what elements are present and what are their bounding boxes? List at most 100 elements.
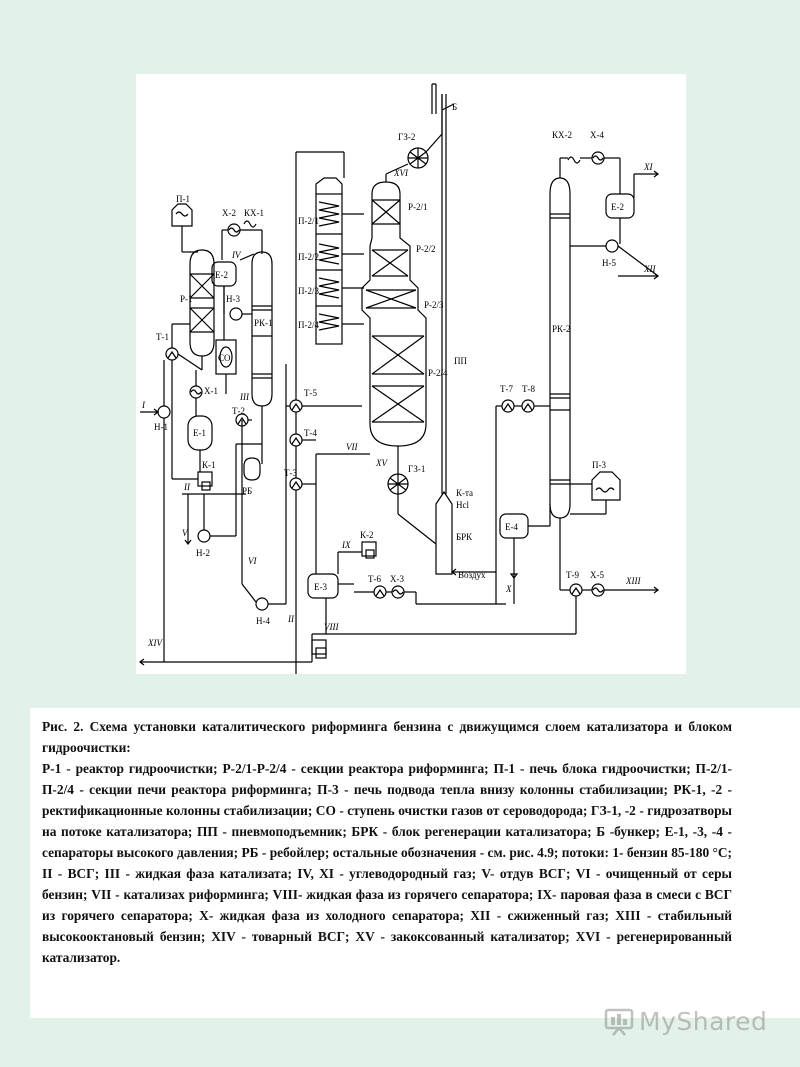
- heat-exchanger-t4: [289, 433, 303, 447]
- watermark-text: MyShared: [639, 1006, 768, 1036]
- label-p1: П-1: [176, 194, 190, 204]
- pump-h2: [197, 529, 211, 543]
- label-e4: Е-4: [505, 522, 518, 532]
- label-t4: Т-4: [304, 428, 317, 438]
- caption-title: Рис. 2. Схема установки каталитического …: [42, 719, 732, 755]
- label-h5: Н-5: [602, 258, 616, 268]
- regeneration-brk: [435, 490, 453, 575]
- column-rk1: [251, 251, 273, 407]
- heat-exchanger-t9: [569, 583, 583, 597]
- label-rb: РБ: [242, 486, 252, 496]
- label-b: Б: [452, 102, 457, 112]
- label-t6: Т-6: [368, 574, 381, 584]
- stream-ii-b: II: [287, 614, 295, 624]
- label-gz2: ГЗ-2: [398, 132, 415, 142]
- watermark: MyShared: [603, 1003, 767, 1039]
- label-h2: Н-2: [196, 548, 210, 558]
- label-t8: Т-8: [522, 384, 535, 394]
- label-t5: Т-5: [304, 388, 317, 398]
- label-t7: Т-7: [500, 384, 513, 394]
- label-h1: Н-1: [154, 422, 168, 432]
- label-k1: К-1: [202, 460, 216, 470]
- label-h3: Н-3: [226, 294, 240, 304]
- label-r23: Р-2/3: [424, 300, 444, 310]
- stream-viii: VIII: [324, 622, 339, 632]
- label-r1: Р-1: [180, 294, 193, 304]
- label-k2: К-2: [360, 530, 374, 540]
- heat-exchanger-t5: [289, 399, 303, 413]
- stream-iii: III: [239, 392, 250, 402]
- label-x5: Х-5: [590, 570, 604, 580]
- label-air: Воздух: [458, 570, 486, 580]
- separator-e3: [307, 573, 339, 599]
- label-kta: К-та: [456, 488, 473, 498]
- stream-ii-a: II: [183, 482, 191, 492]
- stream-xi: XI: [643, 162, 653, 172]
- compressor-k2: [361, 541, 377, 557]
- label-rk1: РК-1: [254, 318, 273, 328]
- label-r24: Р-2/4: [428, 368, 448, 378]
- label-t9: Т-9: [566, 570, 579, 580]
- stream-vi: VI: [248, 556, 257, 566]
- air-cooler-kx2: [567, 156, 581, 164]
- reactor-r1: [189, 249, 215, 357]
- label-rk2: РК-2: [552, 324, 571, 334]
- heat-exchanger-t8: [521, 399, 535, 413]
- label-brk: БРК: [456, 532, 473, 542]
- label-e2b: Е-2: [611, 202, 624, 212]
- column-rk2: [549, 177, 571, 519]
- pump-h4: [255, 597, 269, 611]
- heat-exchanger-t6: [373, 585, 387, 599]
- label-x2: Х-2: [222, 208, 236, 218]
- stream-x: X: [505, 584, 512, 594]
- label-co: СО: [218, 353, 231, 363]
- stream-i: I: [141, 400, 146, 410]
- label-p21: П-2/1: [298, 216, 319, 226]
- furnace-p1: [171, 203, 198, 253]
- heat-exchanger-t7: [501, 399, 515, 413]
- pump-h5: [605, 239, 619, 253]
- stream-v: V: [182, 528, 189, 538]
- stream-ix: IX: [341, 540, 351, 550]
- label-p22: П-2/2: [298, 252, 319, 262]
- label-gz1: ГЗ-1: [408, 464, 425, 474]
- furnace-p3: [591, 471, 621, 501]
- stream-xiii: XIII: [625, 576, 641, 586]
- stream-xvi: XVI: [393, 168, 409, 178]
- label-kx1: КХ-1: [244, 208, 264, 218]
- reforming-reactor: [361, 181, 427, 447]
- heat-exchanger-t1: [165, 347, 179, 361]
- bunker-b: [431, 83, 437, 114]
- label-t1: Т-1: [156, 332, 169, 342]
- label-p23: П-2/3: [298, 286, 319, 296]
- stream-iv: IV: [231, 250, 242, 260]
- diagram-svg: П-1 Р-1 Т-1 Х-1 Е-1 I Н-1 К-1 II V: [139, 83, 659, 674]
- label-t3: Т-3: [284, 468, 297, 478]
- air-cooler-kx1: [243, 220, 257, 228]
- stream-xii: XII: [643, 264, 656, 274]
- label-x1: Х-1: [204, 386, 218, 396]
- label-x4: Х-4: [590, 130, 604, 140]
- label-t2: Т-2: [232, 406, 245, 416]
- presentation-board-icon: [604, 1008, 634, 1036]
- label-e2: Е-2: [215, 270, 228, 280]
- compressor-bottom: [311, 639, 327, 655]
- caption-body: Р-1 - реактор гидроочистки; Р-2/1-Р-2/4 …: [42, 761, 732, 965]
- label-h4: Н-4: [256, 616, 270, 626]
- label-p3: П-3: [592, 460, 606, 470]
- pump-h3: [229, 307, 243, 321]
- label-hcl: Hcl: [456, 500, 469, 510]
- label-kx2: КХ-2: [552, 130, 572, 140]
- label-r22: Р-2/2: [416, 244, 436, 254]
- label-r21: Р-2/1: [408, 202, 428, 212]
- label-e3: Е-3: [314, 582, 327, 592]
- label-p24: П-2/4: [298, 320, 319, 330]
- process-flow-diagram: П-1 Р-1 Т-1 Х-1 Е-1 I Н-1 К-1 II V: [136, 74, 686, 674]
- label-x3: Х-3: [390, 574, 404, 584]
- stream-xv: XV: [375, 458, 388, 468]
- pump-h1: [157, 405, 171, 419]
- caption-text: Рис. 2. Схема установки каталитического …: [42, 716, 732, 968]
- label-e1: Е-1: [193, 428, 206, 438]
- heat-exchanger-t3: [289, 477, 303, 491]
- reboiler-rb: [243, 457, 261, 481]
